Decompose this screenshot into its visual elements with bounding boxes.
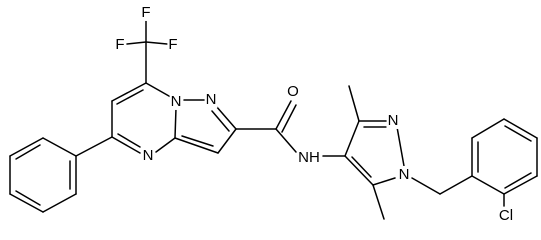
bond-ph-5-double bbox=[15, 144, 41, 160]
bond-n4-c3a bbox=[155, 137, 176, 153]
bond-c3-c3a bbox=[174, 137, 219, 154]
bond-c7-c6-double bbox=[116, 89, 144, 105]
bonds bbox=[9, 18, 538, 220]
atom-n2-dimethylpyrazole: N bbox=[388, 112, 399, 129]
bond-carbonyl-o-double bbox=[281, 104, 297, 133]
bond-pz-c5-c4 bbox=[344, 155, 374, 186]
bond-ar-5 bbox=[503, 175, 538, 195]
atom-label-backdrop bbox=[114, 35, 126, 53]
atom-n4-pyrimidine: N bbox=[143, 147, 154, 164]
bond-pz-n2-n1 bbox=[396, 126, 405, 167]
atom-label-backdrop bbox=[140, 3, 152, 21]
bond-c7-c6 bbox=[111, 82, 147, 102]
atom-f-top: F bbox=[141, 4, 150, 21]
atom-label-backdrop bbox=[386, 111, 400, 129]
atom-n1-dimethylpyrazole: N bbox=[399, 166, 410, 183]
bond-ar-5-double bbox=[504, 172, 532, 189]
bond-n1-ch2 bbox=[411, 177, 441, 195]
atom-f-left: F bbox=[115, 36, 124, 53]
bond-ar-3 bbox=[503, 118, 538, 139]
atom-n2-pyrazole: N bbox=[206, 91, 217, 108]
bond-pz-c4-c3 bbox=[344, 120, 360, 157]
bond-c3a-n1 bbox=[174, 107, 177, 139]
atom-label-backdrop bbox=[167, 35, 179, 53]
bond-ar-6 bbox=[471, 175, 505, 195]
bond-c-f-right bbox=[145, 41, 168, 45]
bond-n2-c2-double bbox=[211, 110, 230, 132]
atom-label-backdrop bbox=[286, 82, 300, 100]
bond-n2-c2 bbox=[215, 105, 237, 130]
atom-label-backdrop bbox=[141, 146, 155, 164]
bond-ph-2 bbox=[42, 193, 77, 213]
bond-ar-2 bbox=[471, 118, 505, 139]
atom-n1-bridgehead: N bbox=[171, 93, 182, 110]
atom-label-backdrop bbox=[297, 148, 321, 166]
bond-ph-3 bbox=[9, 193, 44, 213]
bond-c3-c3a-double bbox=[181, 135, 214, 147]
bond-ph-6 bbox=[42, 137, 77, 157]
atom-labels: F F F N N N O NH N N Cl bbox=[114, 3, 515, 224]
bond-ar-3-double bbox=[504, 125, 532, 142]
atom-label-backdrop bbox=[397, 165, 411, 183]
atom-f-right: F bbox=[168, 36, 177, 53]
bond-c5-phenyl bbox=[75, 136, 113, 157]
bond-c2-c3 bbox=[217, 128, 237, 154]
bond-ph-3-double bbox=[15, 190, 41, 206]
bond-pz-c5-c4-double bbox=[351, 156, 372, 178]
atom-nh-amide: NH bbox=[298, 149, 320, 166]
bond-carbonyl-nh bbox=[275, 128, 297, 153]
atom-cl: Cl bbox=[499, 207, 513, 224]
bond-ph-5 bbox=[9, 137, 44, 157]
bond-c5-n4 bbox=[111, 136, 141, 154]
atom-label-backdrop bbox=[497, 206, 515, 224]
bond-carbonyl-o bbox=[275, 100, 292, 130]
atom-o-carbonyl: O bbox=[287, 83, 299, 100]
bond-c-f-left bbox=[126, 41, 147, 45]
atom-label-backdrop bbox=[169, 92, 183, 110]
bond-c5-n4-double bbox=[117, 133, 141, 148]
atom-label-backdrop bbox=[204, 90, 218, 108]
bond-pz-methyl-bottom bbox=[372, 184, 385, 220]
bond-pz-n1-c5 bbox=[372, 177, 396, 186]
bond-pz-methyl-top bbox=[348, 85, 360, 122]
bond-ch2-aryl bbox=[439, 175, 473, 195]
